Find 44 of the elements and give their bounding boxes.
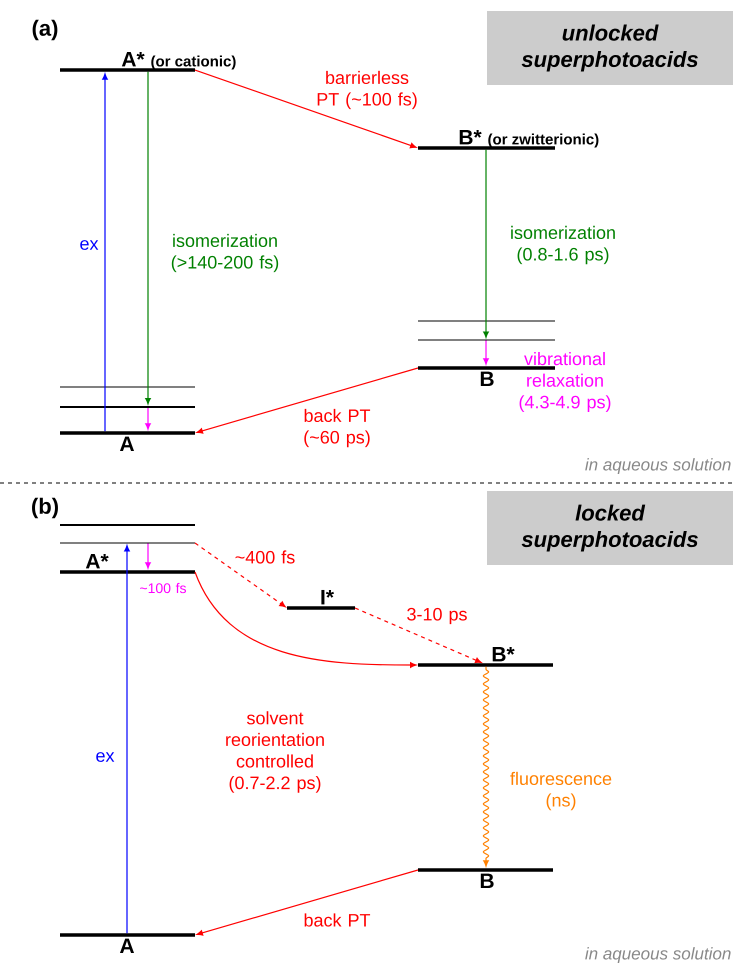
level-note: (or zwitterionic) (488, 134, 598, 148)
arrow (102, 73, 108, 432)
level-note: (or cationic) (151, 56, 236, 70)
arrow (482, 666, 490, 867)
level-label: A* (86, 554, 109, 568)
arrow (194, 572, 416, 668)
arrow (483, 340, 489, 365)
edge-label: ex (96, 752, 114, 762)
edge-label: fluorescence (ns) (510, 772, 612, 810)
arrow (145, 72, 151, 404)
panel-label: (b) (32, 498, 58, 518)
edge-label: ~400 fs (236, 550, 295, 564)
note-text: in aqueous solution (585, 458, 731, 474)
edge-label: isomerization (>140-200 fs) (172, 234, 278, 272)
arrow (196, 869, 418, 936)
level-label: A (120, 938, 134, 954)
level-label: B (480, 372, 494, 386)
arrow (145, 408, 151, 430)
edge-label: barrierless PT (~100 fs) (318, 70, 417, 110)
arrow (124, 545, 130, 934)
arrow (483, 150, 489, 338)
title-box: unlocked superphotoacids (487, 11, 733, 85)
edge-label: ex (80, 240, 98, 250)
note-text: in aqueous solution (585, 947, 731, 963)
edge-label: back PT (~60 ps) (304, 408, 370, 448)
edge-label: ~100 fs (140, 582, 186, 594)
edge-label: solvent reorientation controlled (0.7-2.2 ps) (226, 711, 324, 793)
arrow (194, 69, 416, 148)
arrow (354, 607, 482, 663)
level-label: A (120, 436, 134, 452)
level-label: B* (492, 646, 515, 662)
level-label: B (480, 874, 494, 888)
panel-label: (a) (32, 20, 58, 40)
arrow (194, 542, 286, 608)
edge-label: 3-10 ps (407, 608, 467, 624)
edge-label: vibrational relaxation (4.3-4.9 ps) (520, 352, 610, 412)
title-box: locked superphotoacids (487, 491, 733, 565)
level-label: I* (321, 590, 334, 604)
level-label: A* (122, 52, 145, 66)
edge-label: isomerization (0.8-1.6 ps) (511, 226, 615, 264)
edge-label: back PT (304, 913, 370, 927)
level-label: B* (460, 130, 482, 144)
arrow (145, 544, 151, 569)
arrow (196, 367, 418, 434)
